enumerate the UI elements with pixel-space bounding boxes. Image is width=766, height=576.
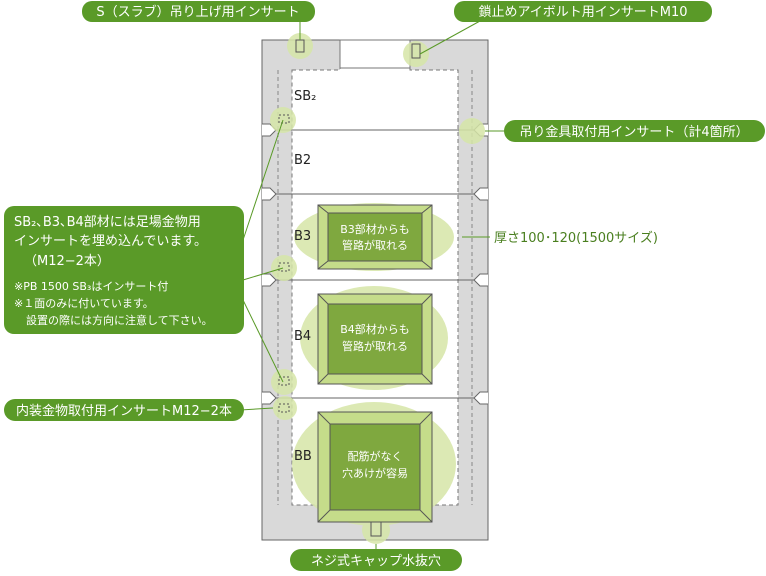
callout-slab-lift: S（スラブ）吊り上げ用インサート: [82, 1, 315, 22]
scaffold-note-line4: ※PB 1500 SB₃はインサート付: [14, 280, 168, 293]
section-label-bb: BB: [294, 449, 312, 464]
leader-lines: [239, 20, 516, 551]
b4-opening-line2: 管路が取れる: [342, 339, 408, 353]
highlight-hanger-insert: [459, 118, 485, 144]
b3-opening-line2: 管路が取れる: [342, 238, 408, 252]
section-label-sb2: SB₂: [294, 89, 316, 104]
callout-hanger-text: 吊り金具取付用インサート（計4箇所）: [519, 124, 748, 140]
scaffold-note-line6: 設置の際には方向に注意して下さい。: [26, 313, 213, 327]
highlight-b3-insert: [271, 255, 297, 281]
scaffold-note-line5: ※１面のみに付いています。: [14, 297, 154, 310]
scaffold-note-line2: インサートを埋め込んでいます。: [14, 234, 207, 249]
b3-opening-line1: B3部材からも: [340, 222, 410, 236]
top-recess: [339, 39, 411, 69]
callout-interior-text: 内装金物取付用インサートM12−2本: [16, 403, 232, 419]
opening-b4: B4部材からも 管路が取れる: [317, 293, 433, 385]
callout-slab-lift-text: S（スラブ）吊り上げ用インサート: [96, 4, 299, 20]
opening-b3: B3部材からも 管路が取れる: [317, 204, 433, 270]
scaffold-note-line1: SB₂､B3､B4部材には足場金物用: [14, 214, 201, 230]
callout-eyebolt: 鎖止めアイボルト用インサートM10: [454, 1, 712, 22]
highlight-b4-insert: [271, 369, 297, 395]
callout-hanger: 吊り金具取付用インサート（計4箇所）: [504, 120, 765, 142]
section-label-b3: B3: [294, 229, 311, 244]
callout-interior: 内装金物取付用インサートM12−2本: [4, 399, 244, 421]
bb-opening-line2: 穴あけが容易: [342, 466, 408, 480]
callout-drain-text: ネジ式キャップ水抜穴: [311, 553, 441, 569]
callout-drain: ネジ式キャップ水抜穴: [290, 549, 462, 571]
callout-eyebolt-text: 鎖止めアイボルト用インサートM10: [478, 4, 687, 20]
opening-bb: 配筋がなく 穴あけが容易: [317, 411, 433, 523]
section-label-b4: B4: [294, 329, 311, 344]
thickness-label: 厚さ100･120(1500サイズ): [494, 230, 658, 246]
b4-opening-line1: B4部材からも: [340, 322, 410, 336]
highlight-eyebolt-insert: [403, 41, 429, 67]
highlight-slab-insert: [287, 33, 313, 59]
section-label-b2: B2: [294, 153, 311, 168]
highlight-interior-insert: [273, 396, 297, 420]
scaffold-note-line3: （M12−2本）: [24, 254, 110, 269]
bb-opening-line1: 配筋がなく: [348, 449, 403, 463]
scaffold-note-box: SB₂､B3､B4部材には足場金物用 インサートを埋め込んでいます。 （M12−…: [4, 206, 244, 334]
